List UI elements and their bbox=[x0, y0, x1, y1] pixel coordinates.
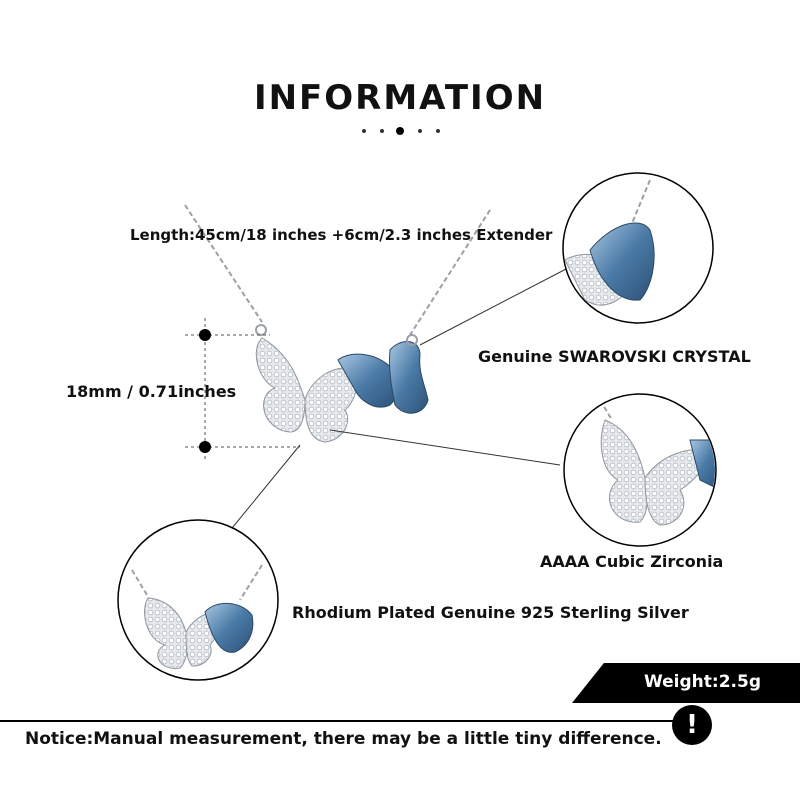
notice-text: Notice:Manual measurement, there may be … bbox=[25, 729, 662, 749]
zirconia-butterfly bbox=[255, 337, 358, 443]
necklace-chain bbox=[184, 204, 491, 336]
length-label: Length:45cm/18 inches +6cm/2.3 inches Ex… bbox=[130, 226, 553, 244]
callout-lines bbox=[227, 267, 569, 534]
crystal-label: Genuine SWAROVSKI CRYSTAL bbox=[478, 347, 751, 366]
silver-label: Rhodium Plated Genuine 925 Sterling Silv… bbox=[292, 603, 689, 622]
page-title: INFORMATION bbox=[253, 78, 547, 118]
zirconia-label: AAAA Cubic Zirconia bbox=[540, 552, 724, 571]
height-label: 18mm / 0.71inches bbox=[66, 382, 237, 401]
title-dots-divider bbox=[360, 124, 440, 138]
zirconia-zoom-circle bbox=[563, 393, 717, 547]
crystal-butterfly bbox=[337, 341, 429, 414]
crystal-zoom-circle bbox=[562, 172, 714, 324]
weight-label: Weight:2.5g bbox=[644, 672, 761, 692]
exclamation-icon: ! bbox=[672, 705, 712, 745]
weight-badge: Weight:2.5g bbox=[572, 663, 800, 703]
silver-zoom-circle bbox=[117, 519, 279, 681]
notice-divider bbox=[0, 720, 690, 722]
